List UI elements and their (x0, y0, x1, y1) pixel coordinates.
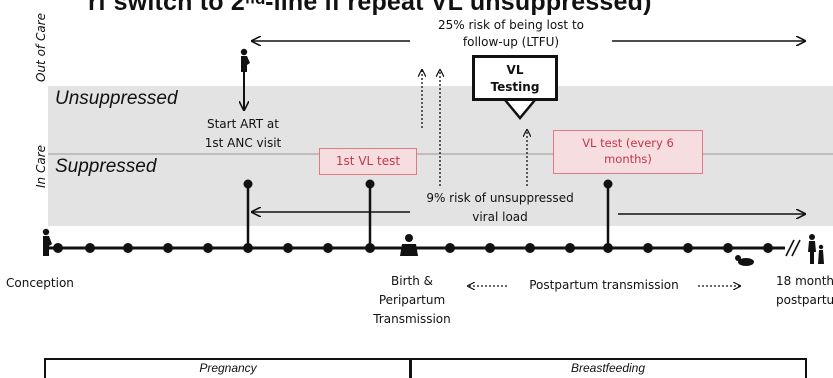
ltfu-risk-label: 25% risk of being lost to follow-up (LTF… (416, 17, 606, 51)
unsuppressed-label: Unsuppressed (55, 88, 178, 109)
ltfu-line-2: follow-up (LTFU) (462, 35, 560, 49)
vl-testing-callout: VL Testing (472, 55, 558, 101)
birth-line-1: Birth & (391, 274, 433, 288)
pregnant-woman-icon-top (240, 48, 250, 72)
birth-label: Birth & Peripartum Transmission (362, 272, 462, 329)
dot-start-art (243, 179, 253, 189)
pregnant-woman-icon-start (42, 228, 52, 256)
end-line-1: 18 months (776, 274, 833, 288)
unsuppressed-risk-label: 9% risk of unsuppressed viral load (400, 189, 600, 227)
breastfeeding-phase: Breastfeeding (409, 358, 807, 378)
mother-child-icon (808, 234, 824, 264)
dot-vl-every (603, 179, 613, 189)
start-art-line-2: 1st ANC visit (204, 136, 282, 150)
vl-testing-line-1: VL (506, 63, 524, 77)
first-vl-test-box: 1st VL test (319, 148, 417, 175)
unsupp-risk-line-1: 9% risk of unsuppressed (426, 191, 574, 205)
vl-every-line-2: months) (604, 152, 652, 166)
vl-every-line-1: VL test (every 6 (582, 136, 674, 150)
ltfu-line-1: 25% risk of being lost to (437, 18, 584, 32)
birth-line-2: Peripartum (378, 293, 446, 307)
pregnancy-phase: Pregnancy (44, 358, 412, 378)
axis-break-2 (791, 239, 801, 257)
postpartum-transmission-label: Postpartum transmission (529, 278, 679, 292)
vl-every-6-months-box: VL test (every 6 months) (553, 130, 703, 174)
dot-first-vl (365, 179, 375, 189)
start-art-label: Start ART at 1st ANC visit (188, 115, 298, 153)
suppressed-label: Suppressed (55, 156, 157, 177)
vl-testing-line-2: Testing (490, 80, 540, 94)
conception-label: Conception (6, 276, 74, 290)
baby-icon (400, 234, 418, 256)
timeline-dots (53, 243, 773, 253)
start-art-line-1: Start ART at (206, 117, 279, 131)
diagram-title: rf switch to 2ⁿᵈ-line if repeat VL unsup… (88, 0, 652, 16)
axis-break-1 (785, 239, 795, 257)
end-label: 18 months postpartum (776, 272, 833, 310)
unsupp-risk-line-2: viral load (472, 210, 528, 224)
crawling-baby-icon (735, 255, 754, 266)
birth-line-3: Transmission (373, 312, 451, 326)
vl-callout-pointer (504, 99, 536, 120)
end-line-2: postpartum (776, 293, 833, 307)
